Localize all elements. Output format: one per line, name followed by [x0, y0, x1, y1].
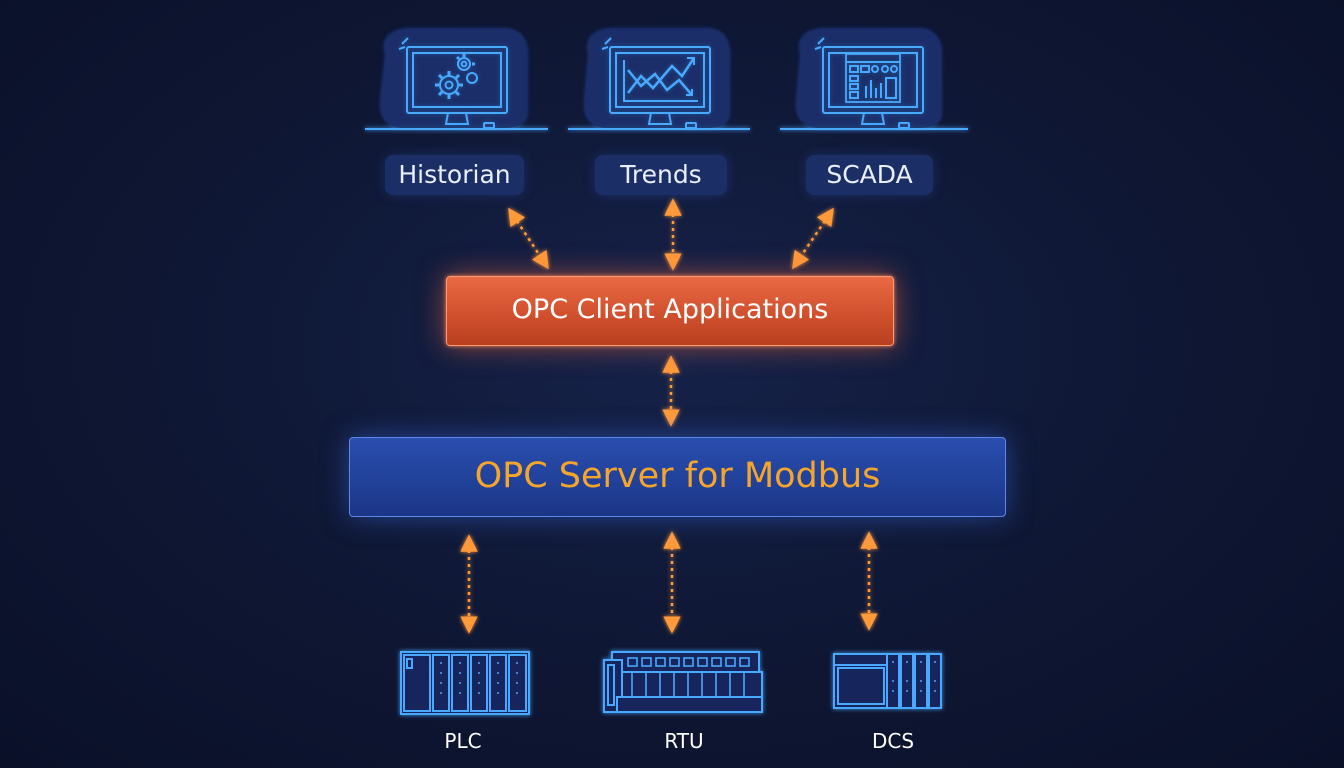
- connector-arrows: [460, 198, 878, 634]
- plc-label: PLC: [444, 729, 482, 753]
- opc-client-applications-box: OPC Client Applications: [446, 276, 894, 346]
- arrow-scada-client: [792, 207, 834, 270]
- plc-rack-icon: [400, 651, 530, 715]
- gears-monitor-icon: [365, 28, 548, 130]
- rtu-rack-icon: [603, 651, 763, 713]
- historian-label: Historian: [385, 155, 524, 195]
- dcs-rack-icon: [833, 653, 942, 709]
- trend-chart-monitor-icon: [568, 28, 750, 130]
- dcs-label: DCS: [871, 729, 915, 753]
- arrow-historian-client: [508, 207, 549, 270]
- rtu-label: RTU: [664, 729, 704, 753]
- trends-label: Trends: [595, 155, 727, 195]
- dashboard-monitor-icon: [780, 28, 968, 130]
- opc-server-modbus-box: OPC Server for Modbus: [349, 437, 1006, 517]
- scada-label: SCADA: [806, 155, 933, 195]
